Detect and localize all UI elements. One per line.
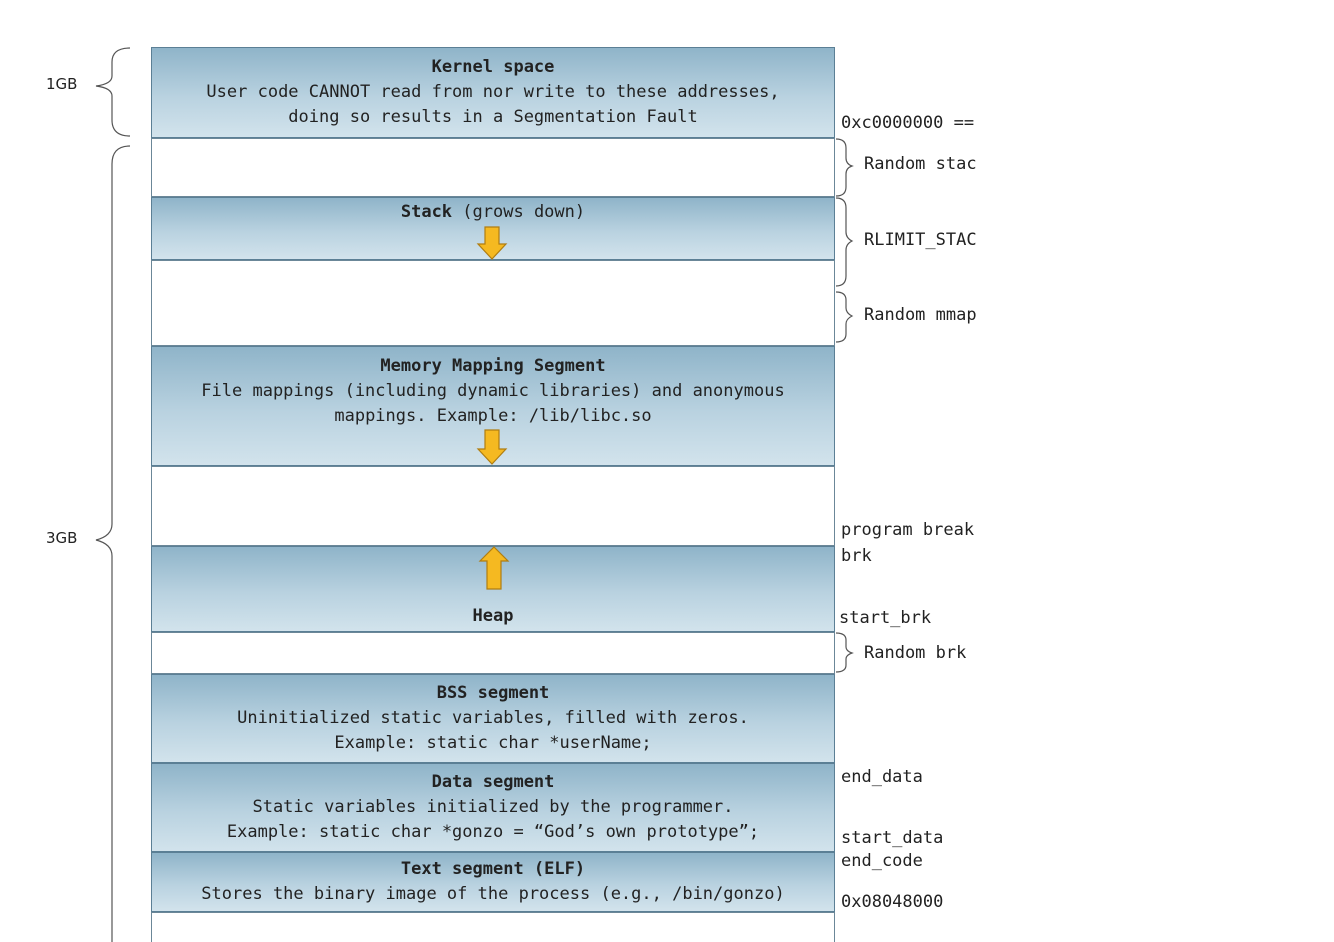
kernel-boundary-address: 0xc0000000 == <box>841 113 975 133</box>
stack-grows-down-arrow-icon <box>476 226 508 260</box>
heap-grows-up-arrow-icon <box>478 546 510 590</box>
stack-title: Stack <box>400 202 453 222</box>
brk-label: brk <box>841 546 872 566</box>
data-segment: Data segment Static variables initialize… <box>151 763 835 852</box>
program-break-label: program break <box>841 520 975 540</box>
kernel-size-label: 1GB <box>46 75 78 93</box>
heap-title: Heap <box>472 606 514 626</box>
kernel-space-line-1: User code CANNOT read from nor write to … <box>206 82 780 102</box>
mmap-heap-gap <box>151 466 835 546</box>
random-mmap-brace <box>835 291 854 343</box>
reserved-bottom-segment <box>151 912 835 942</box>
end-code-label: end_code <box>841 851 923 871</box>
start-brk-label: start_brk <box>839 608 932 628</box>
end-data-label: end_data <box>841 767 923 787</box>
kernel-space-line-2: doing so results in a Segmentation Fault <box>288 107 698 127</box>
random-stack-brace <box>835 138 854 197</box>
random-stack-offset-gap <box>151 138 835 197</box>
start-data-label: start_data <box>841 828 944 848</box>
random-mmap-offset-label: Random mmap <box>864 305 977 325</box>
memory-mapping-segment: Memory Mapping Segment File mappings (in… <box>151 346 835 466</box>
random-brk-offset-label: Random brk <box>864 643 967 663</box>
user-size-label: 3GB <box>46 529 78 547</box>
mmap-grows-down-arrow-icon <box>476 429 508 465</box>
user-size-brace <box>95 145 131 942</box>
text-line-1: Stores the binary image of the process (… <box>201 884 785 904</box>
bss-segment: BSS segment Uninitialized static variabl… <box>151 674 835 763</box>
text-start-address: 0x08048000 <box>841 892 944 912</box>
bss-line-2: Example: static char *userName; <box>334 733 652 753</box>
text-title: Text segment (ELF) <box>400 859 586 879</box>
kernel-space-title: Kernel space <box>431 57 555 77</box>
data-title: Data segment <box>431 772 555 792</box>
kernel-space-segment: Kernel space User code CANNOT read from … <box>151 47 835 138</box>
bss-line-1: Uninitialized static variables, filled w… <box>237 708 749 728</box>
rlimit-stack-label: RLIMIT_STAC <box>864 230 977 250</box>
data-line-1: Static variables initialized by the prog… <box>252 797 734 817</box>
stack-mmap-gap <box>151 260 835 346</box>
memory-mapping-line-2: mappings. Example: /lib/libc.so <box>334 406 652 426</box>
rlimit-stack-brace <box>835 197 854 287</box>
memory-mapping-title: Memory Mapping Segment <box>380 356 606 376</box>
random-brk-gap <box>151 632 835 674</box>
stack-label: Stack (grows down) <box>401 202 585 222</box>
memory-mapping-line-1: File mappings (including dynamic librari… <box>201 381 785 401</box>
stack-suffix: (grows down) <box>462 202 586 222</box>
kernel-size-brace <box>95 47 131 137</box>
bss-title: BSS segment <box>436 683 550 703</box>
text-segment: Text segment (ELF) Stores the binary ima… <box>151 852 835 912</box>
data-line-2: Example: static char *gonzo = “God’s own… <box>226 822 760 842</box>
random-stack-offset-label: Random stac <box>864 154 977 174</box>
random-brk-brace <box>835 632 854 673</box>
